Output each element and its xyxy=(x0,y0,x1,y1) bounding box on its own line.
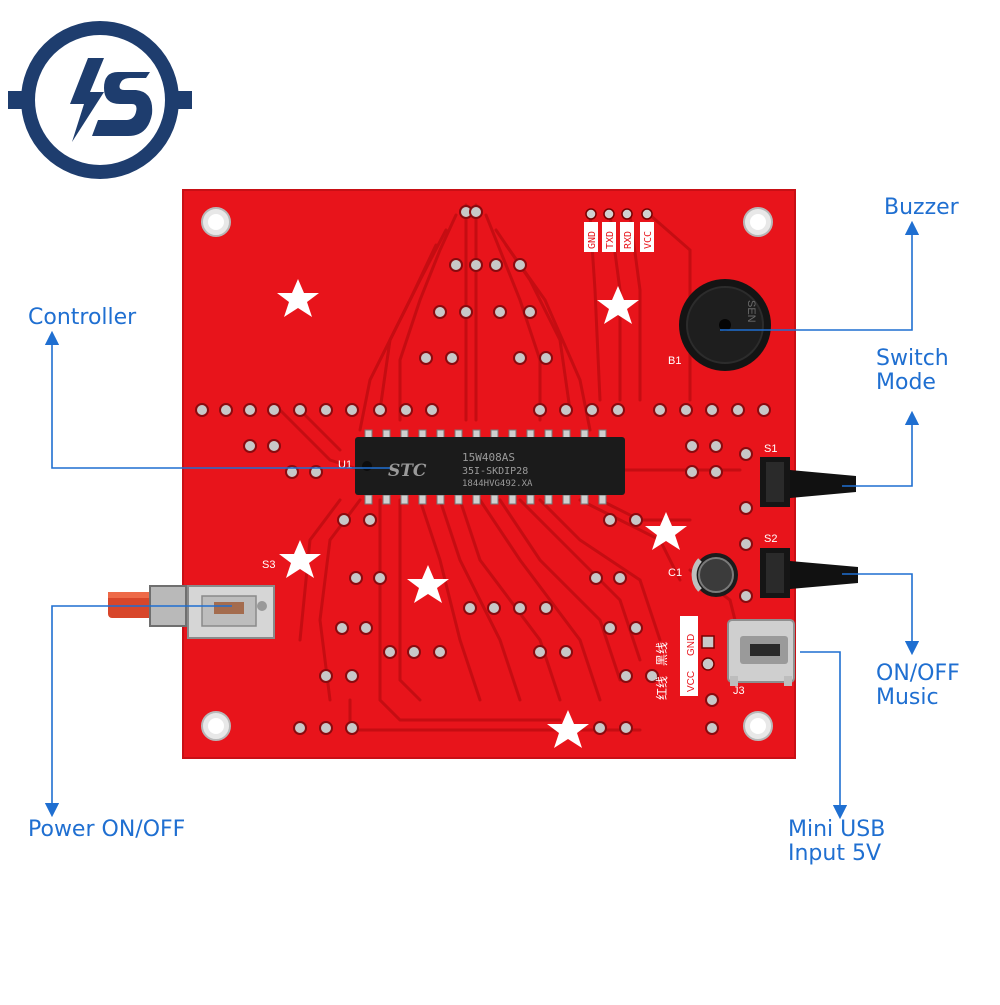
b1-label: B1 xyxy=(668,355,681,367)
uart-header: GND TXD RXD VCC xyxy=(584,208,654,252)
switch-mode-leader xyxy=(842,410,920,487)
chip-batch: 1844HVG492.XA xyxy=(462,479,533,489)
power-leader xyxy=(44,605,232,818)
buzzer-leader xyxy=(720,220,920,331)
chip-package: 35I-SKDIP28 xyxy=(462,466,528,477)
usb-callout-line1: Mini USB xyxy=(788,817,886,842)
controller-callout: Controller xyxy=(28,305,137,330)
pcb-board: GND TXD RXD VCC STC 15W408AS 35I-SKDIP28… xyxy=(108,189,858,759)
header-vcc-label: VCC xyxy=(643,231,654,249)
c1-label: C1 xyxy=(668,567,682,579)
buzzer: SEN xyxy=(679,279,771,371)
vcc-pad-label: VCC xyxy=(686,671,697,692)
callout-lines xyxy=(44,220,920,820)
controller-leader xyxy=(44,330,390,469)
switch-mode-callout-line1: Switch xyxy=(876,346,949,371)
gnd-pad-label: GND xyxy=(686,634,697,656)
chip-brand: STC xyxy=(388,461,427,481)
s3-label: S3 xyxy=(262,559,275,571)
s1-label: S1 xyxy=(764,443,777,455)
usb-leader xyxy=(800,651,848,820)
s2-label: S2 xyxy=(764,533,777,545)
chip-model: 15W408AS xyxy=(462,451,515,464)
lightning-s-logo xyxy=(8,21,192,179)
switch-s2 xyxy=(760,548,858,598)
buzzer-marking: SEN xyxy=(745,300,757,323)
power-pads: GND VCC 黑线 红线 xyxy=(654,616,715,700)
red-wire-label: 红线 xyxy=(654,676,669,700)
mini-usb-connector xyxy=(727,619,795,686)
controller-chip: STC 15W408AS 35I-SKDIP28 1844HVG492.XA xyxy=(355,429,625,505)
usb-callout-line2: Input 5V xyxy=(788,841,882,866)
music-callout-line2: Music xyxy=(876,685,939,710)
power-callout: Power ON/OFF xyxy=(28,817,186,842)
header-txd-label: TXD xyxy=(605,231,616,249)
black-wire-label: 黑线 xyxy=(655,642,669,666)
j3-label: J3 xyxy=(733,685,745,697)
switch-s1 xyxy=(760,457,856,507)
music-leader xyxy=(842,573,920,656)
u1-label: U1 xyxy=(338,459,352,471)
header-rxd-label: RXD xyxy=(623,231,634,249)
power-switch xyxy=(108,585,275,639)
switch-mode-callout-line2: Mode xyxy=(876,370,936,395)
header-gnd-label: GND xyxy=(587,231,598,249)
buzzer-callout: Buzzer xyxy=(884,195,959,220)
capacitor-c1 xyxy=(691,553,738,597)
music-callout-line1: ON/OFF xyxy=(876,661,960,686)
